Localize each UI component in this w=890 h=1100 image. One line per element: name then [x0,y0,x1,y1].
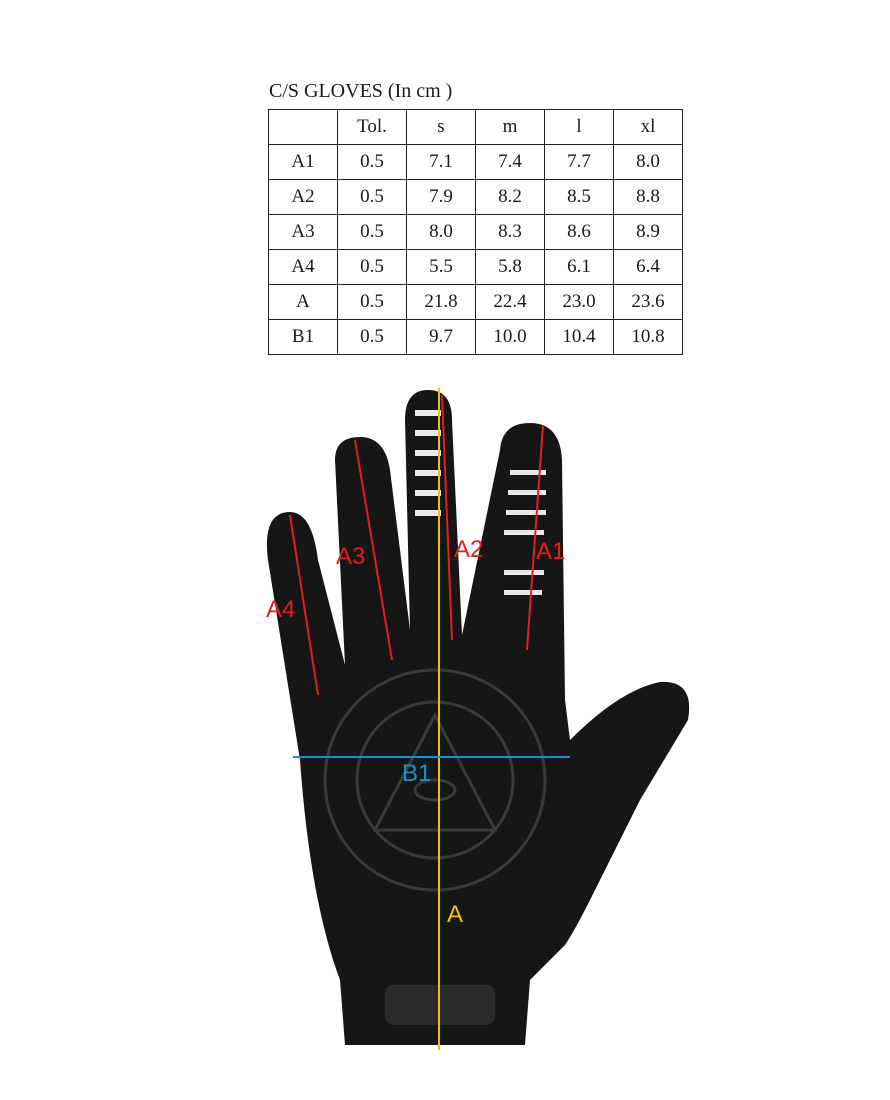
value-cell: 6.1 [544,249,614,285]
label-a2: A2 [454,536,484,563]
arrow-a4 [289,514,319,696]
arrow-a2 [441,394,453,641]
row-label-cell: B1 [268,319,338,355]
label-a4: A4 [266,596,296,623]
value-cell: 8.9 [613,214,683,250]
value-cell: 0.5 [337,144,407,180]
value-cell: 0.5 [337,319,407,355]
value-cell: 23.6 [613,284,683,320]
header-cell: l [544,109,614,145]
cult-of-shred-emblem [323,668,547,892]
value-cell: 5.8 [475,249,545,285]
label-a1: A1 [536,538,566,565]
finger-grip-pattern [415,410,546,595]
value-cell: 10.8 [613,319,683,355]
label-b1: B1 [402,760,432,787]
row-label-cell: A3 [268,214,338,250]
row-label-cell: A1 [268,144,338,180]
value-cell: 6.4 [613,249,683,285]
value-cell: 7.9 [406,179,476,215]
label-a: A [447,901,464,928]
value-cell: 7.7 [544,144,614,180]
chart-title: C/S GLOVES (In cm ) [269,80,453,102]
header-cell: Tol. [337,109,407,145]
value-cell: 0.5 [337,179,407,215]
header-cell [268,109,338,145]
header-cell: xl [613,109,683,145]
label-a3: A3 [336,543,366,570]
arrow-a1 [526,424,544,651]
table-header-row: Tol. s m l xl [268,109,683,145]
value-cell: 8.3 [475,214,545,250]
arrow-a3 [354,439,393,661]
value-cell: 10.0 [475,319,545,355]
value-cell: 8.6 [544,214,614,250]
value-cell: 23.0 [544,284,614,320]
glove-shape [266,390,690,1045]
value-cell: 5.5 [406,249,476,285]
value-cell: 10.4 [544,319,614,355]
value-cell: 8.8 [613,179,683,215]
value-cell: 8.5 [544,179,614,215]
value-cell: 8.0 [406,214,476,250]
